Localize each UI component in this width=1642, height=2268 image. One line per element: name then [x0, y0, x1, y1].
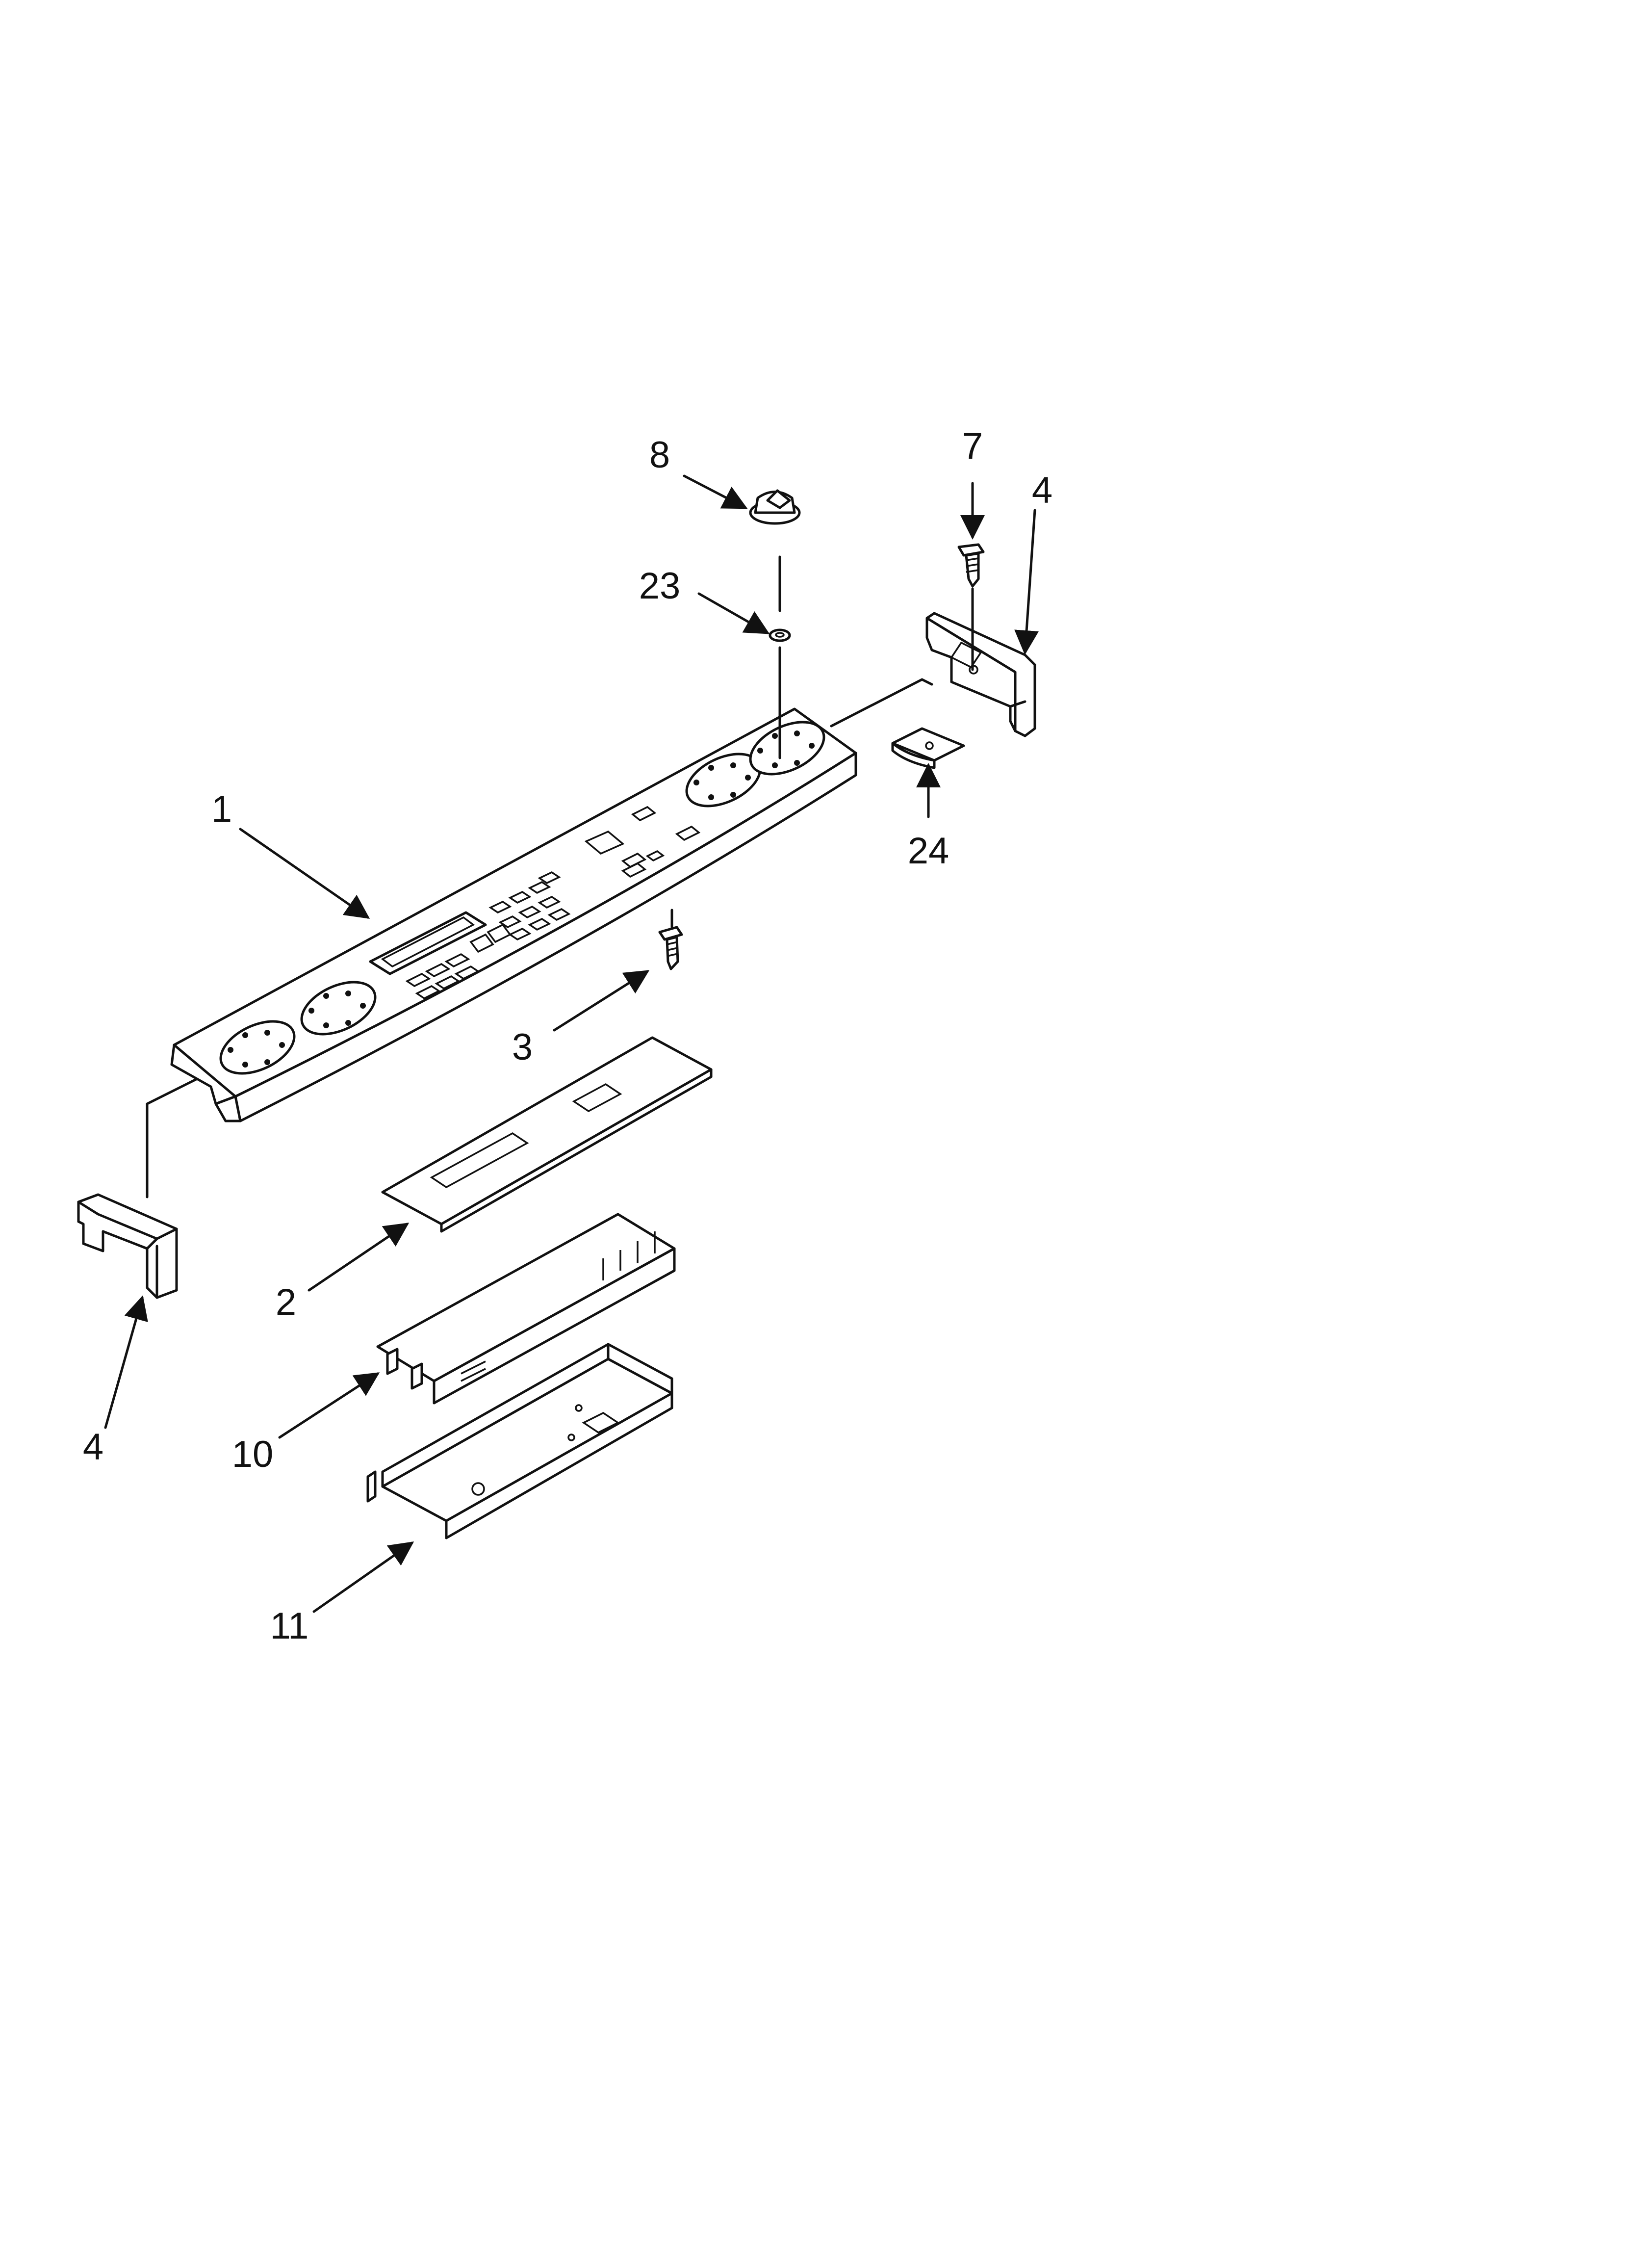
assembly-lines: [146, 555, 974, 1199]
callout-4-right: 4: [1031, 469, 1053, 511]
callout-7: 7: [962, 425, 983, 467]
callout-24: 24: [907, 830, 949, 872]
shield-box-part: [366, 1343, 673, 1539]
overlay-part: [381, 1036, 713, 1233]
end-cap-left-part: [77, 1193, 178, 1299]
callout-23: 23: [639, 565, 681, 607]
callout-3: 3: [512, 1026, 533, 1068]
knob-part: [749, 489, 801, 525]
callout-11: 11: [270, 1605, 309, 1647]
end-cap-right-part: [925, 612, 1036, 737]
callout-8: 8: [649, 434, 670, 476]
callout-10: 10: [231, 1434, 274, 1475]
callout-2: 2: [275, 1281, 297, 1323]
callout-1: 1: [211, 788, 232, 830]
washer-part: [769, 628, 791, 642]
screw-part-7: [957, 543, 985, 588]
clip-part: [891, 727, 965, 769]
control-board-part: [376, 1213, 676, 1405]
callout-4-left: 4: [82, 1426, 104, 1468]
leader-arrows: [104, 474, 1039, 1613]
control-panel-part: [170, 707, 857, 1122]
screw-part: [658, 926, 683, 970]
